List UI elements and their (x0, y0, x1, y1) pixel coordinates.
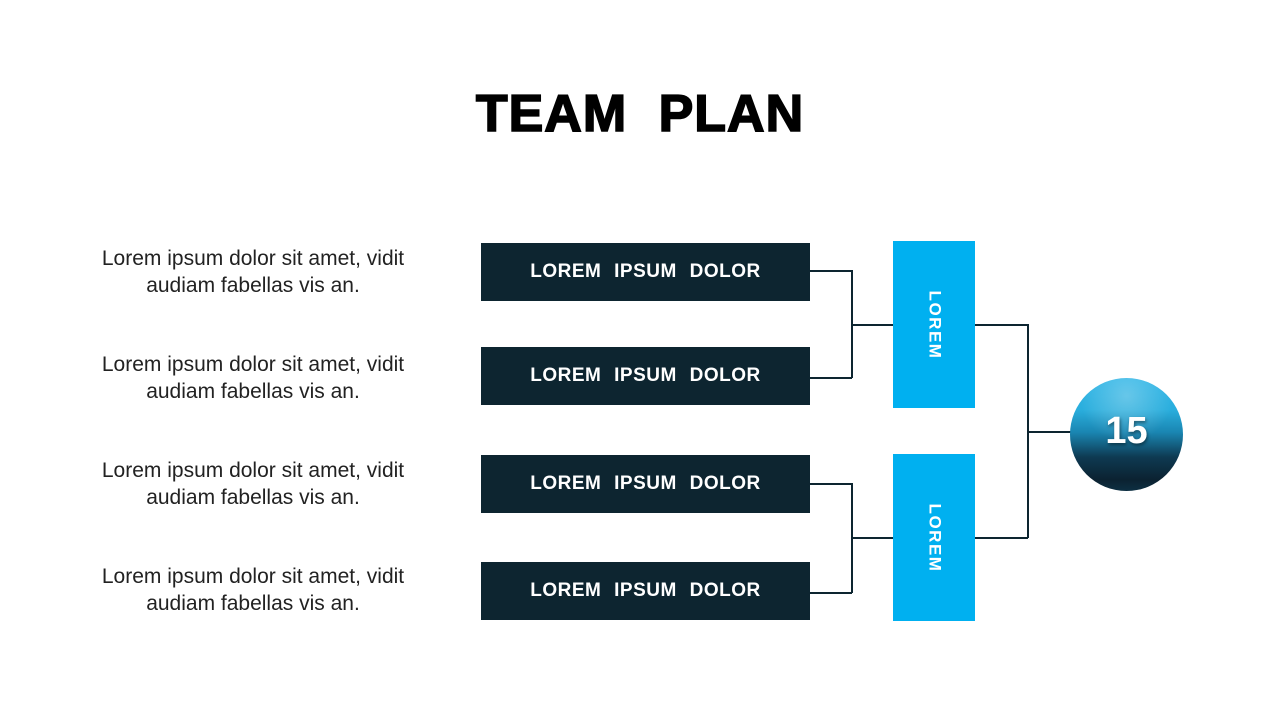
paragraph-line: audiam fabellas vis an. (146, 486, 360, 509)
description-paragraph-2: Lorem ipsum dolor sit amet, vidit audiam… (83, 351, 423, 405)
number-sphere: 15 (1070, 378, 1183, 491)
connector-line (1028, 431, 1072, 433)
paragraph-line: Lorem ipsum dolor sit amet, vidit (101, 353, 405, 376)
process-box-label: LOREM IPSUM DOLOR (530, 580, 761, 601)
paragraph-line: Lorem ipsum dolor sit amet, vidit (101, 247, 405, 270)
process-box-label: LOREM IPSUM DOLOR (530, 261, 761, 282)
process-box-4: LOREM IPSUM DOLOR (481, 562, 810, 620)
paragraph-line: Lorem ipsum dolor sit amet, vidit (101, 459, 405, 482)
description-paragraph-1: Lorem ipsum dolor sit amet, vidit audiam… (83, 245, 423, 299)
group-box-label: LOREM (924, 290, 944, 359)
connector-line (810, 483, 852, 485)
group-box-2: LOREM (893, 454, 975, 621)
description-paragraph-3: Lorem ipsum dolor sit amet, vidit audiam… (83, 457, 423, 511)
connector-line (851, 324, 893, 326)
group-box-label: LOREM (924, 503, 944, 572)
connector-line (810, 377, 852, 379)
process-box-3: LOREM IPSUM DOLOR (481, 455, 810, 513)
slide-title: TEAM PLAN (475, 84, 805, 144)
connector-line (851, 537, 893, 539)
process-box-1: LOREM IPSUM DOLOR (481, 243, 810, 301)
sphere-number: 15 (1105, 410, 1148, 452)
group-box-1: LOREM (893, 241, 975, 408)
connector-line (1027, 324, 1029, 538)
connector-line (975, 324, 1028, 326)
process-box-label: LOREM IPSUM DOLOR (530, 473, 761, 494)
connector-line (810, 592, 852, 594)
paragraph-line: audiam fabellas vis an. (146, 274, 360, 297)
paragraph-line: audiam fabellas vis an. (146, 592, 360, 615)
process-box-label: LOREM IPSUM DOLOR (530, 365, 761, 386)
paragraph-line: Lorem ipsum dolor sit amet, vidit (101, 565, 405, 588)
paragraph-line: audiam fabellas vis an. (146, 380, 360, 403)
connector-line (810, 270, 852, 272)
description-paragraph-4: Lorem ipsum dolor sit amet, vidit audiam… (83, 563, 423, 617)
process-box-2: LOREM IPSUM DOLOR (481, 347, 810, 405)
connector-line (975, 537, 1028, 539)
